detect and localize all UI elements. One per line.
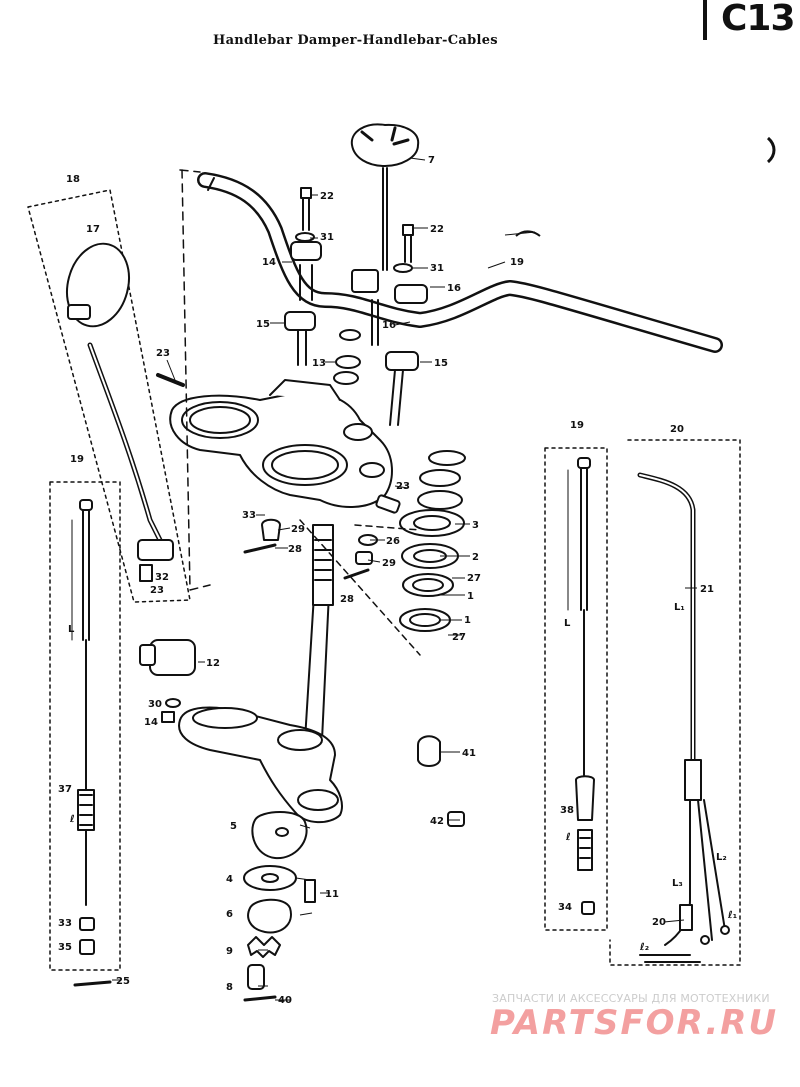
mirror	[27, 189, 191, 603]
steering-stem	[304, 524, 334, 741]
cable-19-right	[544, 447, 608, 931]
dim-l-left: ℓ	[69, 814, 75, 825]
callout-1: 1	[467, 591, 474, 602]
callout-31b: 31	[430, 263, 444, 274]
callout-5: 5	[230, 821, 237, 832]
callout-23c: 23	[396, 481, 410, 492]
lower-bracket	[178, 706, 343, 824]
switch-housing	[139, 639, 196, 723]
dim-L3: L₃	[672, 878, 683, 889]
callout-17: 17	[86, 224, 100, 235]
handlebar	[197, 172, 723, 353]
callout-16: 16	[447, 283, 461, 294]
callout-23b: 23	[150, 585, 164, 596]
diagram-title: Handlebar Damper-Handlebar-Cables	[213, 33, 498, 48]
callout-41: 41	[462, 748, 476, 759]
bolts-22	[300, 187, 414, 263]
callout-15b: 15	[434, 358, 448, 369]
callout-37: 37	[58, 784, 72, 795]
callout-33b: 33	[58, 918, 72, 929]
callout-8: 8	[226, 982, 233, 993]
callout-29: 29	[291, 524, 305, 535]
page-code-bar	[703, 0, 707, 40]
callout-16b: 16	[382, 320, 396, 331]
callout-29b: 29	[382, 558, 396, 569]
callout-38: 38	[560, 805, 574, 816]
callout-40: 40	[278, 995, 292, 1006]
watermark-logo: PARTSFOR.RU	[490, 1003, 779, 1043]
callout-14: 14	[262, 257, 276, 268]
callout-3: 3	[472, 520, 479, 531]
callout-22b: 22	[430, 224, 444, 235]
callout-23-mirror: 23	[156, 348, 170, 359]
dim-L-right: L	[564, 618, 571, 629]
dimension-labels: L ℓ L ℓ L₁ L₂ L₃ ℓ₁ ℓ₂	[68, 602, 737, 953]
callout-21: 21	[700, 584, 714, 595]
callout-19-left: 19	[70, 454, 84, 465]
dim-L-left: L	[68, 624, 75, 635]
callout-18: 18	[66, 174, 80, 185]
callout-15: 15	[256, 319, 270, 330]
dim-l1: ℓ₁	[727, 910, 737, 921]
dim-L2: L₂	[716, 852, 727, 863]
dim-L1: L₁	[674, 602, 685, 613]
callout-leaders	[112, 157, 697, 1001]
callout-27: 27	[467, 573, 481, 584]
callout-11: 11	[325, 889, 339, 900]
throttle-cable	[609, 439, 741, 966]
callout-20-top: 20	[670, 424, 684, 435]
callout-7: 7	[428, 155, 435, 166]
callout-4: 4	[226, 874, 233, 885]
callout-30: 30	[148, 699, 162, 710]
callout-34: 34	[558, 902, 572, 913]
callout-20: 20	[652, 917, 666, 928]
callout-33: 33	[242, 510, 256, 521]
callout-2: 2	[472, 552, 479, 563]
callout-28b: 28	[340, 594, 354, 605]
dim-l-right: ℓ	[565, 832, 571, 843]
bearing-stack	[399, 450, 466, 632]
callout-32: 32	[155, 572, 169, 583]
callout-42: 42	[430, 816, 444, 827]
dim-l2: ℓ₂	[639, 942, 649, 953]
callout-6: 6	[226, 909, 233, 920]
callout-1b: 1	[464, 615, 471, 626]
callout-28: 28	[288, 544, 302, 555]
callout-19-right: 19	[570, 420, 584, 431]
callout-14b: 14	[144, 717, 158, 728]
callout-9: 9	[226, 946, 233, 957]
callout-12: 12	[206, 658, 220, 669]
callout-31: 31	[320, 232, 334, 243]
callout-26: 26	[386, 536, 400, 547]
callout-27b: 27	[452, 632, 466, 643]
callout-labels: 7 22 22 31 31 19 14 16 15 16 15 13 23 18…	[58, 155, 714, 1006]
callout-35: 35	[58, 942, 72, 953]
callout-22: 22	[320, 191, 334, 202]
cable-19-left	[49, 481, 121, 987]
upper-bracket	[169, 379, 393, 508]
steering-damper-knob	[350, 123, 420, 346]
damper-plates	[243, 811, 316, 1002]
page-code: C13	[721, 0, 796, 39]
callout-25: 25	[116, 976, 130, 987]
callout-19-bar: 19	[510, 257, 524, 268]
handlebar-holders	[284, 241, 428, 426]
watermark-caption: ЗАПЧАСТИ И АКСЕССУАРЫ ДЛЯ МОТОТЕХНИКИ	[492, 992, 770, 1005]
callout-13: 13	[312, 358, 326, 369]
